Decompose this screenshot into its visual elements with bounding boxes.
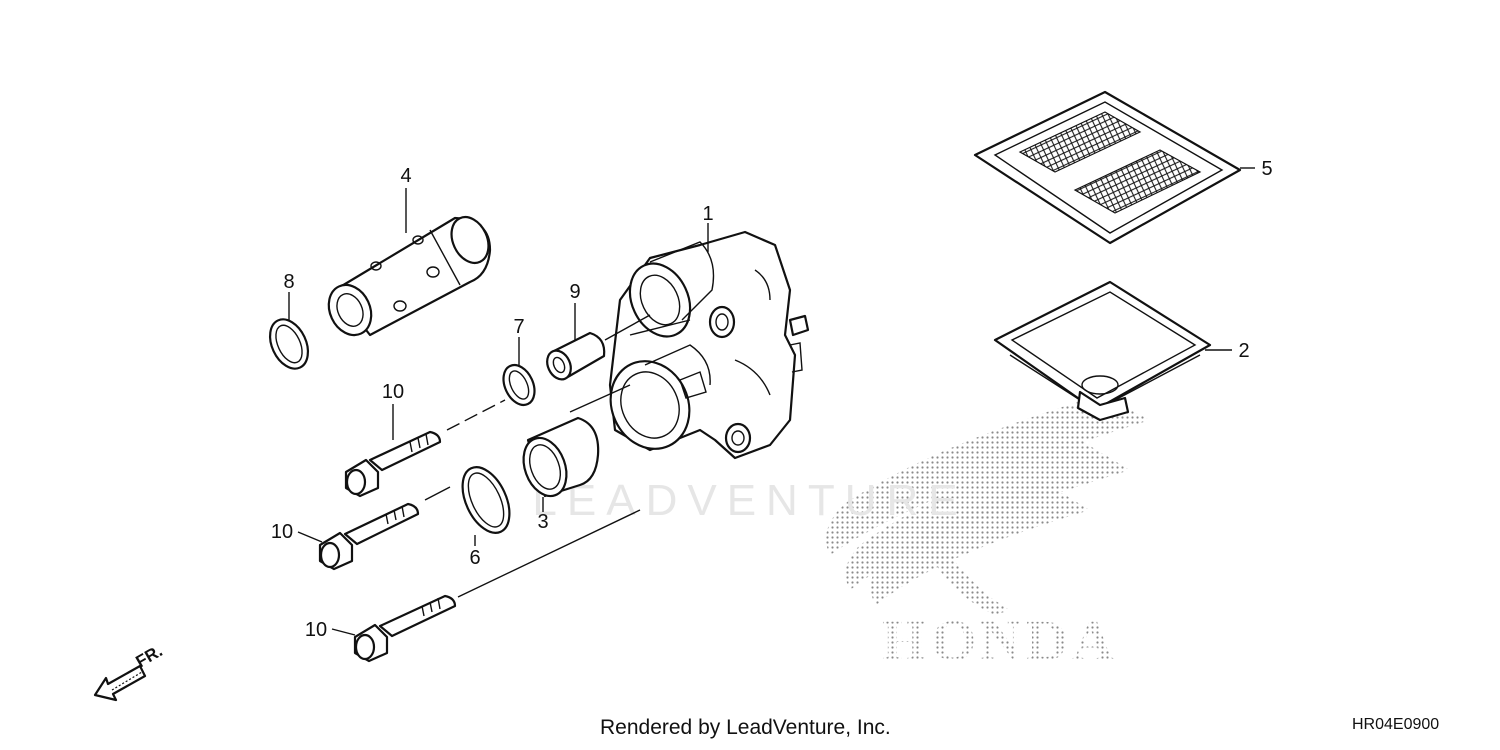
honda-logo-text: HONDA xyxy=(882,608,1118,673)
honda-wing-logo xyxy=(826,395,1150,615)
part-7-o-ring xyxy=(502,363,536,407)
leader-lines xyxy=(288,167,1255,636)
part-3-collar xyxy=(522,416,600,498)
part-5-filter-screen xyxy=(973,90,1242,245)
callout-10-bottom: 10 xyxy=(305,619,327,641)
leadventure-watermark: LEADVENTURE xyxy=(532,476,967,525)
front-direction-arrow-icon xyxy=(93,664,147,702)
part-4-sleeve xyxy=(327,215,492,337)
callout-2: 2 xyxy=(1238,340,1249,362)
part-6-o-ring xyxy=(461,466,511,534)
part-2-strainer xyxy=(993,280,1212,422)
diagram-code: HR04E0900 xyxy=(1352,716,1440,733)
part-10-bolt-b xyxy=(318,502,420,571)
callout-6: 6 xyxy=(469,547,480,569)
callout-5: 5 xyxy=(1261,158,1272,180)
part-1-pump-body xyxy=(608,230,810,460)
callout-9: 9 xyxy=(569,281,580,303)
part-9-dowel-pin xyxy=(546,331,606,381)
callout-1: 1 xyxy=(702,203,713,225)
part-10-bolt-c xyxy=(353,594,457,663)
part-8-o-ring xyxy=(268,318,310,370)
callout-10-top: 10 xyxy=(382,381,404,403)
render-credit: Rendered by LeadVenture, Inc. xyxy=(600,716,891,739)
callout-10-middle: 10 xyxy=(271,521,293,543)
callout-8: 8 xyxy=(283,271,294,293)
callout-3: 3 xyxy=(537,511,548,533)
callout-7: 7 xyxy=(513,316,524,338)
callout-4: 4 xyxy=(400,165,411,187)
part-10-bolt-a xyxy=(344,430,442,498)
